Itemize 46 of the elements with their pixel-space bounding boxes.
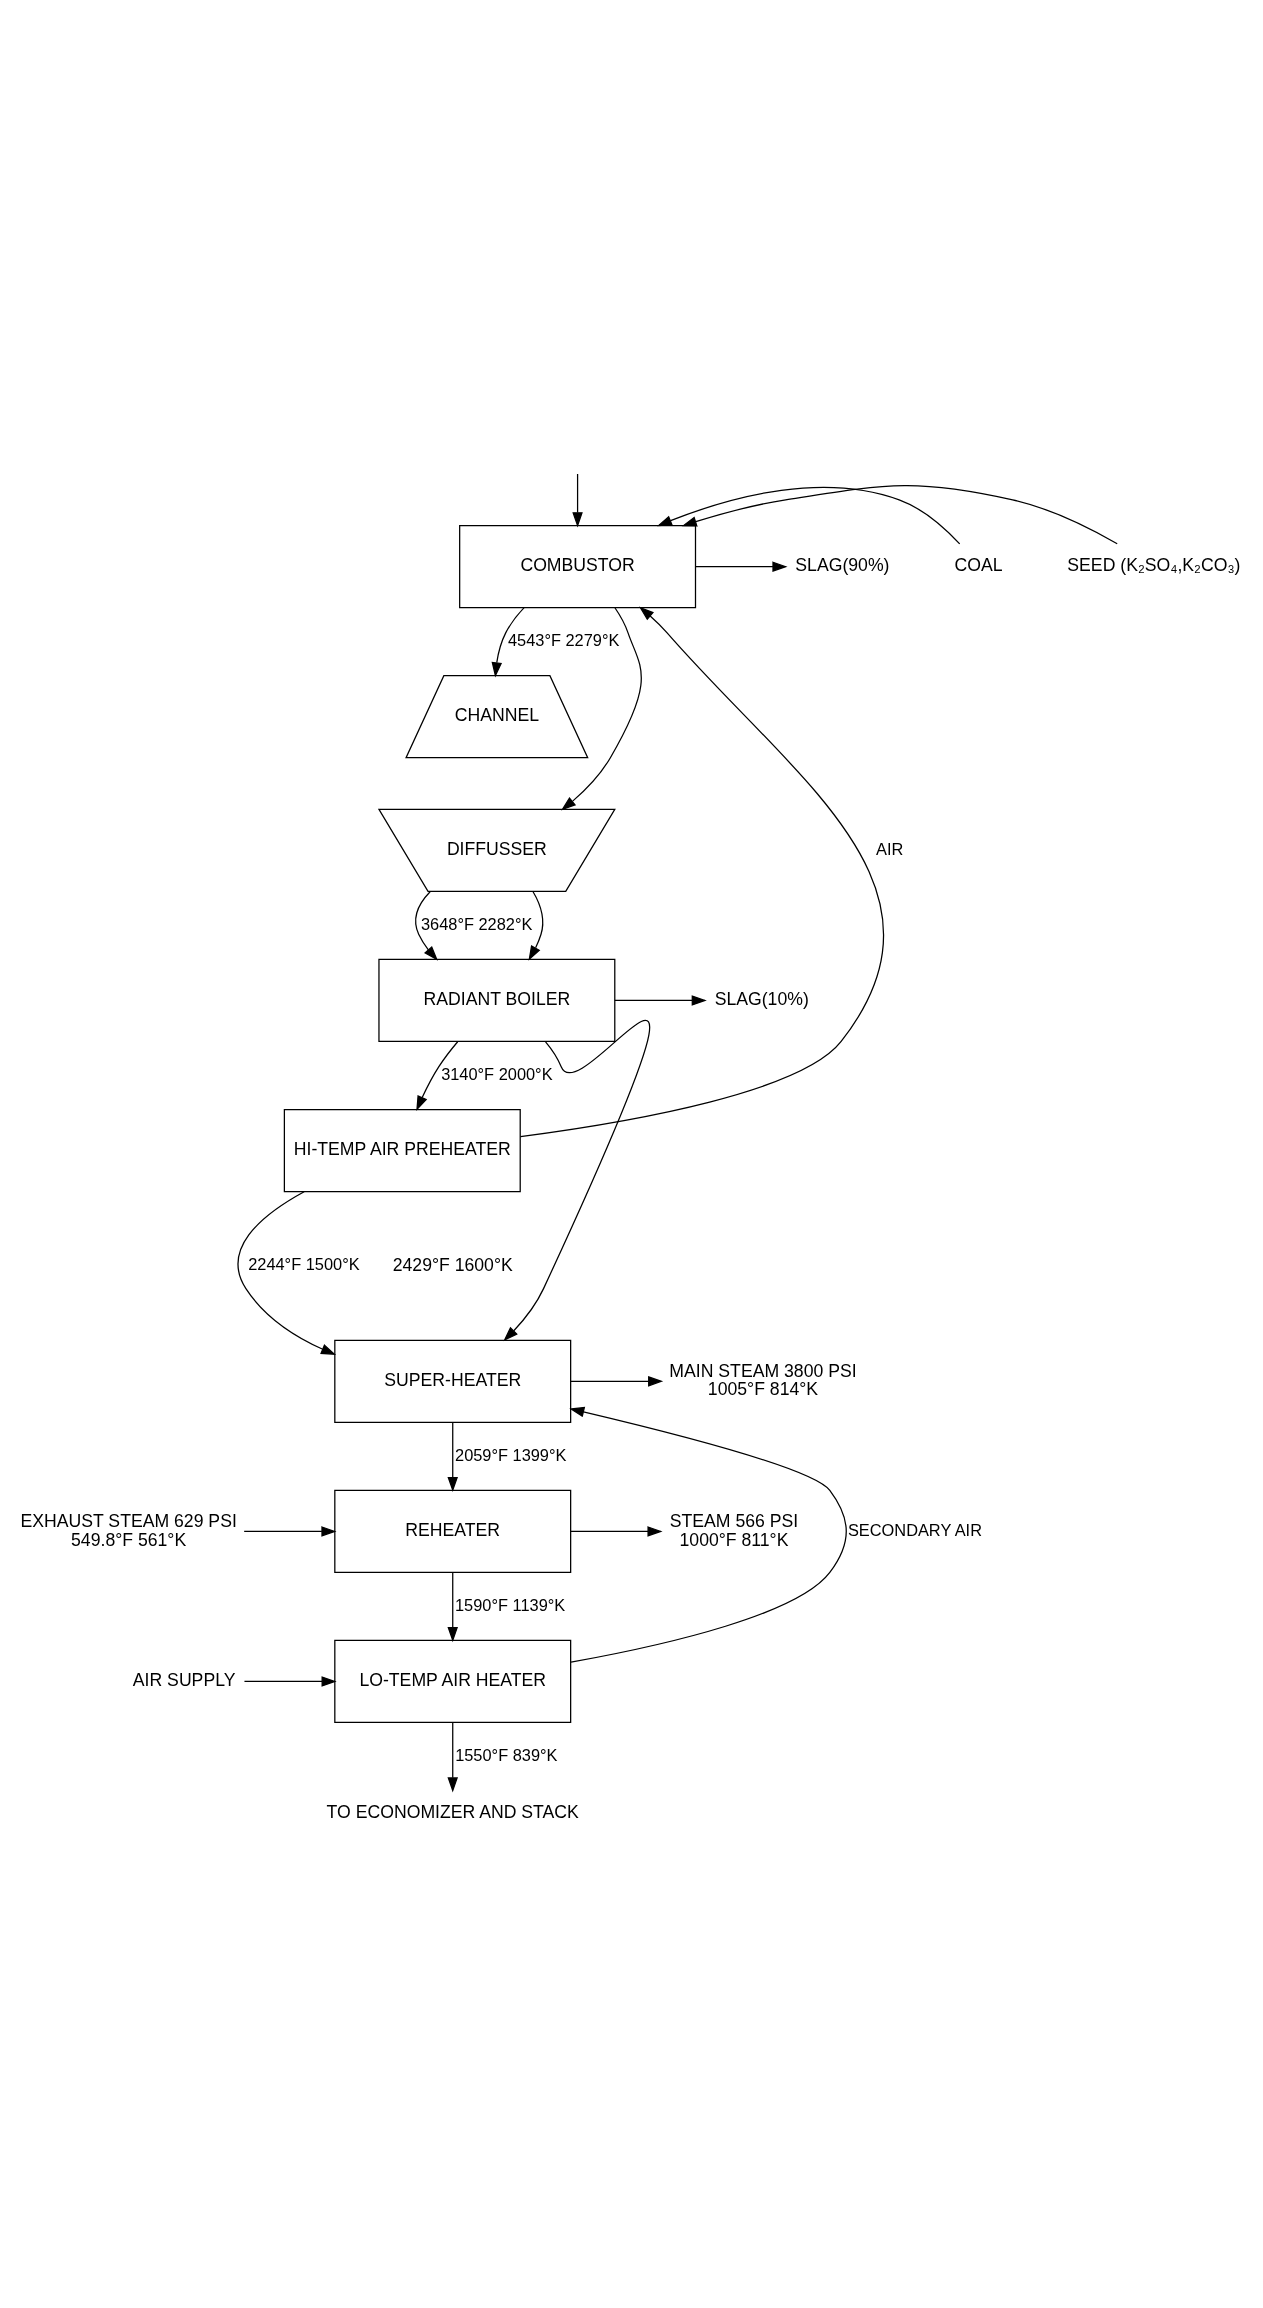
edge-label: SECONDARY AIR [847,1520,982,1539]
arrow [569,1406,847,1663]
node-box: SUPER-HEATER [334,1339,572,1423]
edge-label: 2244°F 1500°K [248,1254,360,1273]
arrow [243,1525,337,1537]
node-box: REHEATER [334,1489,572,1573]
node-box: COMBUSTOR [459,524,697,608]
arrow [243,1675,337,1687]
arrow [570,1525,663,1537]
edge-label: 1550°F 839°K [455,1745,558,1764]
arrow [503,1020,650,1341]
arrow [447,1421,459,1492]
node-text: SEED (K₂SO₄,K₂CO₃) [1067,554,1241,575]
node-text: STEAM 566 PSI 1000°F 811°K [669,1510,799,1550]
node-text: COAL [954,554,1003,575]
node-text: EXHAUST STEAM 629 PSI 549.8°F 561°K [20,1510,237,1550]
arrow [572,472,583,527]
arrow [491,606,525,677]
edge-label: AIR [876,839,904,858]
node-box: HI-TEMP AIR PREHEATER [283,1108,521,1192]
arrow [681,484,1118,544]
arrow [656,486,961,545]
edge-label: 4543°F 2279°K [508,630,620,649]
node-text: TO ECONOMIZER AND STACK [326,1801,579,1822]
arrow [447,1721,459,1792]
arrow [447,1571,459,1642]
node-box: RADIANT BOILER [378,958,616,1042]
arrow [415,890,438,961]
arrow [561,606,642,811]
arrow [528,890,544,961]
arrow [237,1190,337,1355]
arrow [519,606,885,1137]
node-box: LO-TEMP AIR HEATER [334,1639,572,1723]
arrow [416,1040,459,1111]
edge-label: 3140°F 2000°K [441,1064,553,1083]
arrow [694,560,788,572]
arrow [614,994,707,1006]
edge-label: 1590°F 1139°K [455,1595,566,1614]
label: 2429°F 1600°K [392,1254,513,1275]
node-text: AIR SUPPLY [132,1669,236,1690]
arrow [570,1375,664,1387]
node-text: MAIN STEAM 3800 PSI 1005°F 814°K [669,1360,857,1399]
edge-label: 2059°F 1399°K [455,1445,567,1464]
node-text: SLAG(90%) [795,554,890,575]
edge-label: 3648°F 2282°K [420,914,533,933]
node-text: SLAG(10%) [714,988,809,1009]
